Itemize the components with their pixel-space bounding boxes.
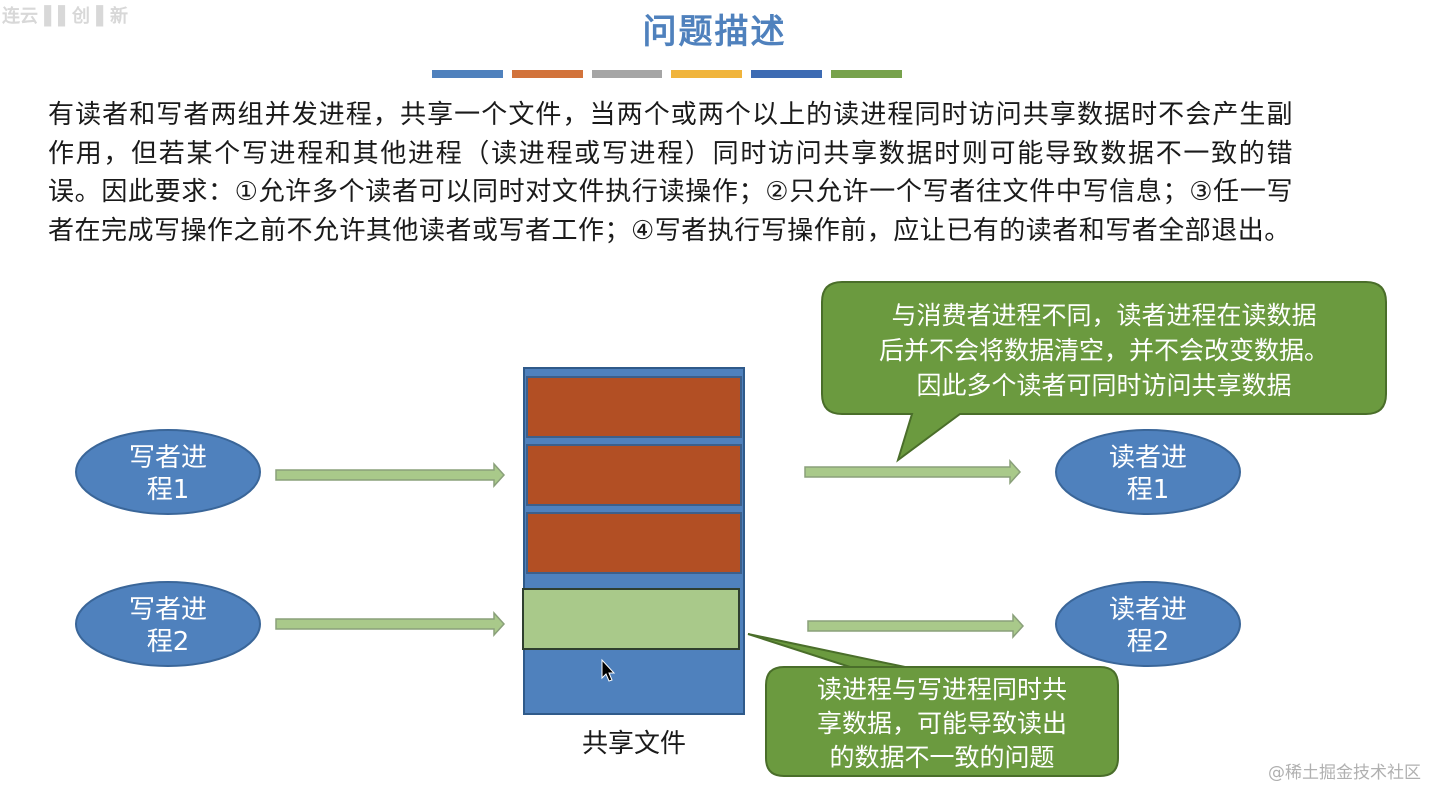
- writer-2-label-line2: 程2: [147, 627, 190, 657]
- callout-top-line2: 后并不会将数据清空，并不会改变数据。: [879, 336, 1329, 365]
- color-bar-segment: [751, 70, 823, 78]
- reader-process-1: 读者进 程1: [1055, 429, 1241, 515]
- mouse-cursor-icon: [601, 658, 616, 682]
- file-block-data: [526, 512, 742, 574]
- slide-title: 问题描述: [642, 12, 787, 52]
- color-bar-segment: [671, 70, 743, 78]
- file-block-data: [526, 376, 742, 438]
- arrow-file-to-reader2: [807, 613, 1025, 639]
- reader-2-ellipse: [1055, 581, 1241, 667]
- watermark: @稀土掘金技术社区: [1268, 763, 1421, 783]
- arrows: [275, 459, 1025, 639]
- callout-top-line1: 与消费者进程不同，读者进程在读数据: [891, 301, 1316, 330]
- title-color-bar: [432, 70, 902, 78]
- shared-file: 共享文件: [522, 367, 745, 759]
- arrow-writer1-to-file: [275, 462, 506, 488]
- reader-1-label-line2: 程1: [1127, 475, 1170, 505]
- callout-bottom-line3: 的数据不一致的问题: [829, 743, 1054, 772]
- corner-logo: 连云 ▌▌创 ▌新: [2, 6, 129, 27]
- writer-2-ellipse: [75, 581, 261, 667]
- writer-1-label-line1: 写者进: [129, 443, 207, 473]
- problem-description: 有读者和写者两组并发进程，共享一个文件，当两个或两个以上的读进程同时访问共享数据…: [48, 100, 1293, 246]
- callout-bottom: 读进程与写进程同时共 享数据，可能导致读出 的数据不一致的问题: [747, 633, 1119, 777]
- color-bar-segment: [831, 70, 902, 78]
- color-bar-segment: [511, 70, 583, 78]
- reader-process-2: 读者进 程2: [1055, 581, 1241, 667]
- reader-2-label-line1: 读者进: [1109, 595, 1187, 625]
- callout-top-bubble: [821, 281, 1387, 463]
- callout-bottom-bubble: [747, 633, 1119, 777]
- writer-1-label-line2: 程1: [147, 475, 190, 505]
- color-bar-segment: [591, 70, 663, 78]
- reader-2-label-line2: 程2: [1127, 627, 1170, 657]
- callout-top: 与消费者进程不同，读者进程在读数据 后并不会将数据清空，并不会改变数据。 因此多…: [821, 281, 1387, 463]
- arrow-writer2-to-file: [275, 611, 506, 637]
- shared-file-label: 共享文件: [582, 729, 686, 759]
- callout-top-line3: 因此多个读者可同时访问共享数据: [916, 371, 1291, 400]
- writer-process-1: 写者进 程1: [75, 429, 261, 515]
- reader-1-ellipse: [1055, 429, 1241, 515]
- arrow-file-to-reader1: [804, 459, 1022, 485]
- file-block-data: [526, 444, 742, 506]
- reader-1-label-line1: 读者进: [1109, 443, 1187, 473]
- file-block-writing: [522, 588, 740, 650]
- writer-process-2: 写者进 程2: [75, 581, 261, 667]
- callout-bottom-line1: 读进程与写进程同时共: [817, 675, 1067, 704]
- callout-bottom-line2: 享数据，可能导致读出: [817, 709, 1067, 738]
- writer-2-label-line1: 写者进: [129, 595, 207, 625]
- color-bar-segment: [432, 70, 503, 78]
- writer-1-ellipse: [75, 429, 261, 515]
